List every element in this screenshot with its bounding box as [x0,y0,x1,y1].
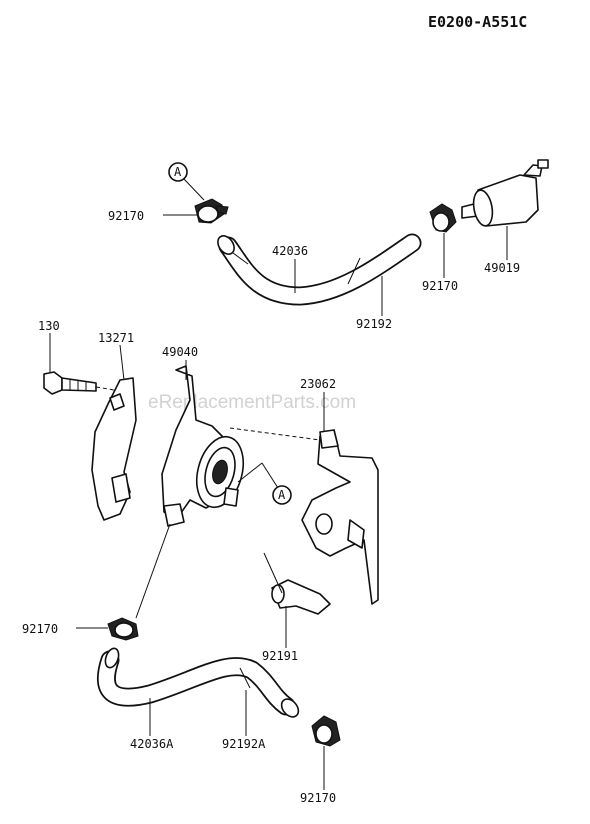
label-92192: 92192 [356,317,392,331]
hose-clamp-92170-bottom [311,715,341,747]
svg-text:A: A [174,165,182,179]
bolt-130 [43,371,97,395]
svg-text:A: A [278,488,286,502]
hose-elbow-92191 [271,579,331,615]
label-92192a: 92192A [222,737,266,751]
fuel-pump-49040 [161,365,245,527]
reference-a-top: A [168,162,205,201]
fuel-hose-42036 [217,233,422,306]
diagram-code: E0200-A551C [428,13,527,31]
fuel-hose-42036a [96,647,300,718]
label-13271: 13271 [98,331,134,345]
label-92170-left: 92170 [22,622,58,636]
watermark: eReplacementParts.com [148,392,356,413]
label-49019: 49019 [484,261,520,275]
bracket-23062 [301,429,379,605]
hose-clamp-92170-top [194,198,229,224]
label-49040: 49040 [162,345,198,359]
gasket-13271 [91,377,137,521]
label-130: 130 [38,319,60,333]
label-92170-bottom: 92170 [300,791,336,805]
label-42036: 42036 [272,244,308,258]
label-92191: 92191 [262,649,298,663]
reference-a-mid: A [237,462,292,505]
hose-clamp-92170-left [107,617,139,641]
label-23062: 23062 [300,377,336,391]
label-42036a: 42036A [130,737,174,751]
hose-clamp-92170-right [429,203,457,233]
label-92170-top: 92170 [108,209,144,223]
fuel-filter-49019 [461,159,549,227]
label-92170-right: 92170 [422,279,458,293]
